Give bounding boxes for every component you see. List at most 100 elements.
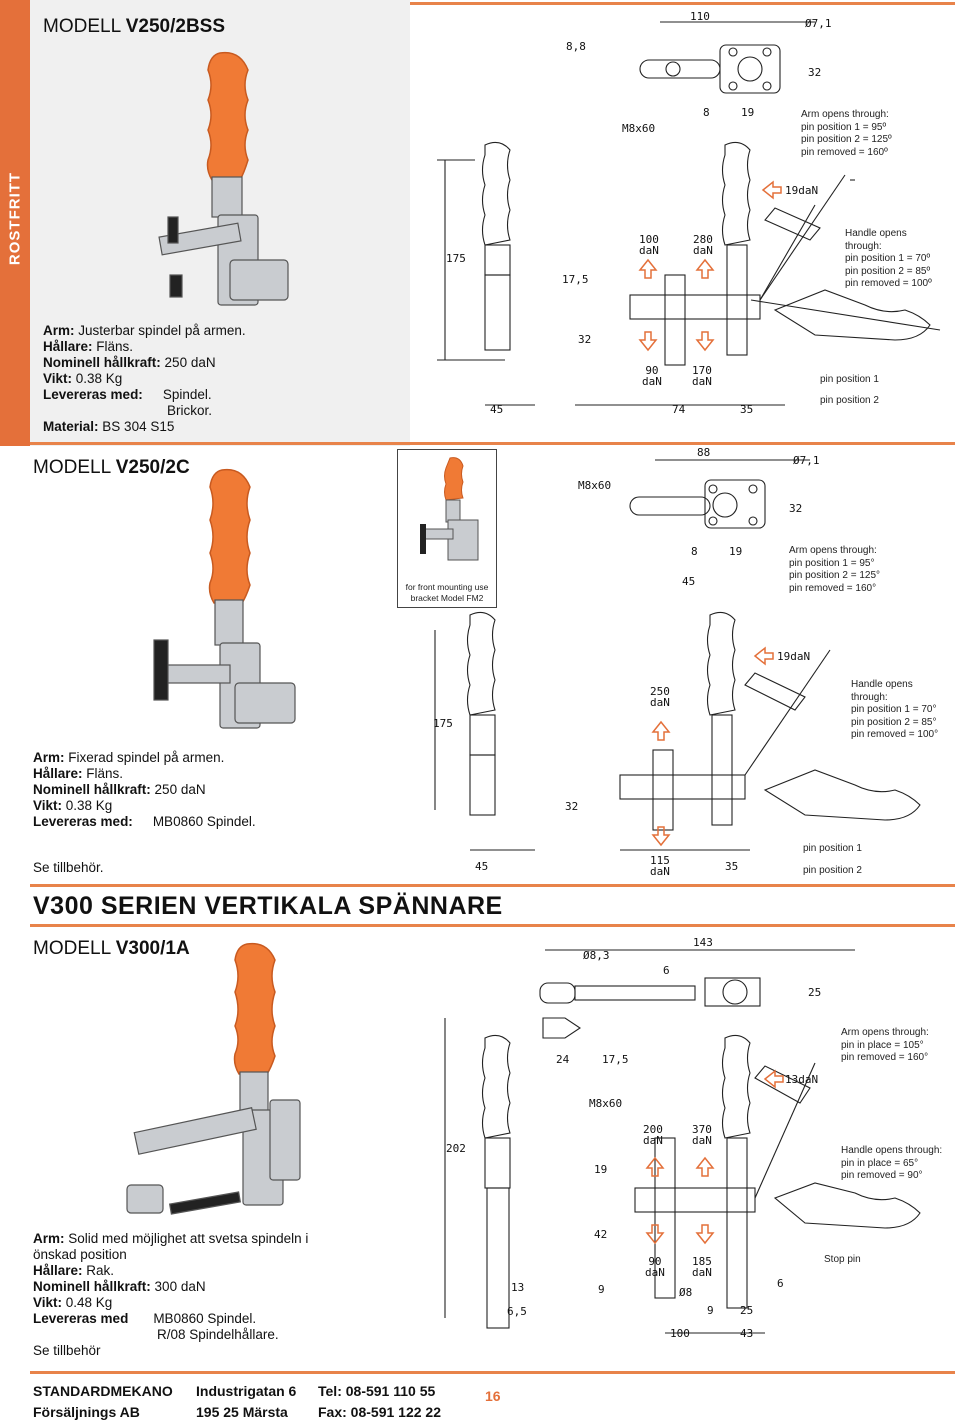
dim-13: 13 xyxy=(511,1281,525,1294)
dim-9b: 9 xyxy=(707,1304,714,1317)
clamp-body-icon xyxy=(153,599,296,729)
dim-6-5: 6,5 xyxy=(507,1305,527,1318)
dim-35: 35 xyxy=(725,860,739,873)
technical-drawing-2 xyxy=(434,459,921,851)
dim-19: 19 xyxy=(594,1163,608,1176)
footer-col-2: Industrigatan 6 195 25 Märsta xyxy=(196,1383,297,1420)
spec-block-3: Arm: Solid med möjlighet att svetsa spin… xyxy=(33,1231,309,1358)
top-rule xyxy=(30,2,955,5)
spec-block-2: Arm: Fixerad spindel på armen. Hållare: … xyxy=(33,750,256,829)
dim-45b: 45 xyxy=(475,860,489,873)
arm-opens-1: Arm opens through: pin position 1 = 95º … xyxy=(801,109,892,158)
dim-100: 100 xyxy=(670,1327,690,1340)
dim-74: 74 xyxy=(672,403,686,416)
force-13: 13daN xyxy=(785,1073,819,1086)
pin-position-1-label: pin position 1 xyxy=(820,374,879,385)
dim-m8: M8x60 xyxy=(578,479,612,492)
pin-position-1-label: pin position 1 xyxy=(803,843,862,854)
bracket-clamp-icon xyxy=(420,457,479,561)
side-tab: ROSTFRITT xyxy=(0,0,30,446)
handle-opens-1: Handle opens through: pin position 1 = 7… xyxy=(845,228,932,289)
dim-45a: 45 xyxy=(682,575,696,588)
spec-block-1: Arm: Justerbar spindel på armen. Hållare… xyxy=(43,323,246,434)
dim-8: 8 xyxy=(703,106,710,119)
dim-6b: 6 xyxy=(777,1277,784,1290)
side-tab-label: ROSTFRITT xyxy=(6,171,24,266)
force-19: 19daN xyxy=(785,184,819,197)
dim-19: 19 xyxy=(729,545,743,558)
dim-25a: 25 xyxy=(808,986,822,999)
dim-8: 8 xyxy=(691,545,698,558)
dim-32a: 32 xyxy=(789,502,803,515)
dim-6a: 6 xyxy=(663,964,670,977)
dim-32b: 32 xyxy=(565,800,579,813)
orange-handle-icon xyxy=(208,468,251,604)
dim-m8: M8x60 xyxy=(622,122,656,135)
handle-opens-2: Handle opens through: pin position 1 = 7… xyxy=(851,679,939,740)
force-19: 19daN xyxy=(777,650,811,663)
clamp-body-icon xyxy=(158,176,289,306)
model-code: V250/2BSS xyxy=(125,16,226,37)
bracket-photo-frame: for front mounting use bracket Model FM2 xyxy=(397,449,497,608)
series-title: V300 SERIEN VERTIKALA SPÄNNARE xyxy=(33,892,503,920)
footer-col-3: Tel: 08-591 110 55 Fax: 08-591 122 22 xyxy=(318,1383,441,1420)
clamp-body-icon xyxy=(126,1071,301,1215)
force-arrow-icons xyxy=(645,1069,784,1245)
orange-handle-icon xyxy=(206,51,249,181)
dim-42: 42 xyxy=(594,1228,608,1241)
orange-handle-icon xyxy=(233,942,276,1075)
technical-drawing-1 xyxy=(437,21,941,406)
divider-3 xyxy=(30,924,955,927)
bracket-note: for front mounting use bracket Model FM2 xyxy=(405,582,489,603)
dim-083: Ø8,3 xyxy=(583,949,610,962)
model-title-2: MODELL V250/2C xyxy=(33,457,190,478)
model-title-3: MODELL V300/1A xyxy=(33,938,190,959)
dim-32a: 32 xyxy=(808,66,822,79)
dim-88: 88 xyxy=(697,446,711,459)
dim-m8: M8x60 xyxy=(589,1097,623,1110)
dim-35: 35 xyxy=(740,403,754,416)
force-arrow-icons xyxy=(651,646,774,847)
dim-24: 24 xyxy=(556,1053,570,1066)
arm-opens-3: Arm opens through: pin in place = 105° p… xyxy=(841,1027,929,1063)
dim-08: Ø8 xyxy=(679,1286,693,1299)
footer-rule xyxy=(30,1371,955,1374)
dim-9a: 9 xyxy=(598,1283,605,1296)
handle-opens-3: Handle opens through: pin in place = 65°… xyxy=(841,1145,943,1181)
stop-pin-label: Stop pin xyxy=(824,1254,861,1265)
arm-opens-2: Arm opens through: pin position 1 = 95° … xyxy=(789,545,881,594)
dim-17-5: 17,5 xyxy=(562,273,589,286)
footer-col-1: STANDARDMEKANO Försäljnings AB xyxy=(33,1383,173,1420)
dim-143: 143 xyxy=(693,936,713,949)
model-title-1: MODELL V250/2BSS xyxy=(43,16,225,38)
dim-175: 175 xyxy=(433,717,453,730)
divider-1 xyxy=(30,442,955,445)
model-prefix: MODELL xyxy=(43,16,121,37)
dim-07: Ø7,1 xyxy=(793,454,820,467)
clamp-photo-3 xyxy=(126,942,301,1215)
dim-32b: 32 xyxy=(578,333,592,346)
dim-43: 43 xyxy=(740,1327,754,1340)
see-accessories-2: Se tillbehör. xyxy=(33,860,104,875)
dim-175: 175 xyxy=(446,252,466,265)
dim-202: 202 xyxy=(446,1142,466,1155)
dim-25b: 25 xyxy=(740,1304,754,1317)
clamp-photo-2 xyxy=(153,468,296,729)
dim-110: 110 xyxy=(690,10,710,23)
divider-2 xyxy=(30,884,955,887)
pin-position-2-label: pin position 2 xyxy=(820,395,879,406)
force-arrow-icons xyxy=(638,180,782,352)
dim-88: 8,8 xyxy=(566,40,586,53)
technical-drawing-3 xyxy=(444,949,921,1334)
page-number: 16 xyxy=(485,1388,501,1404)
